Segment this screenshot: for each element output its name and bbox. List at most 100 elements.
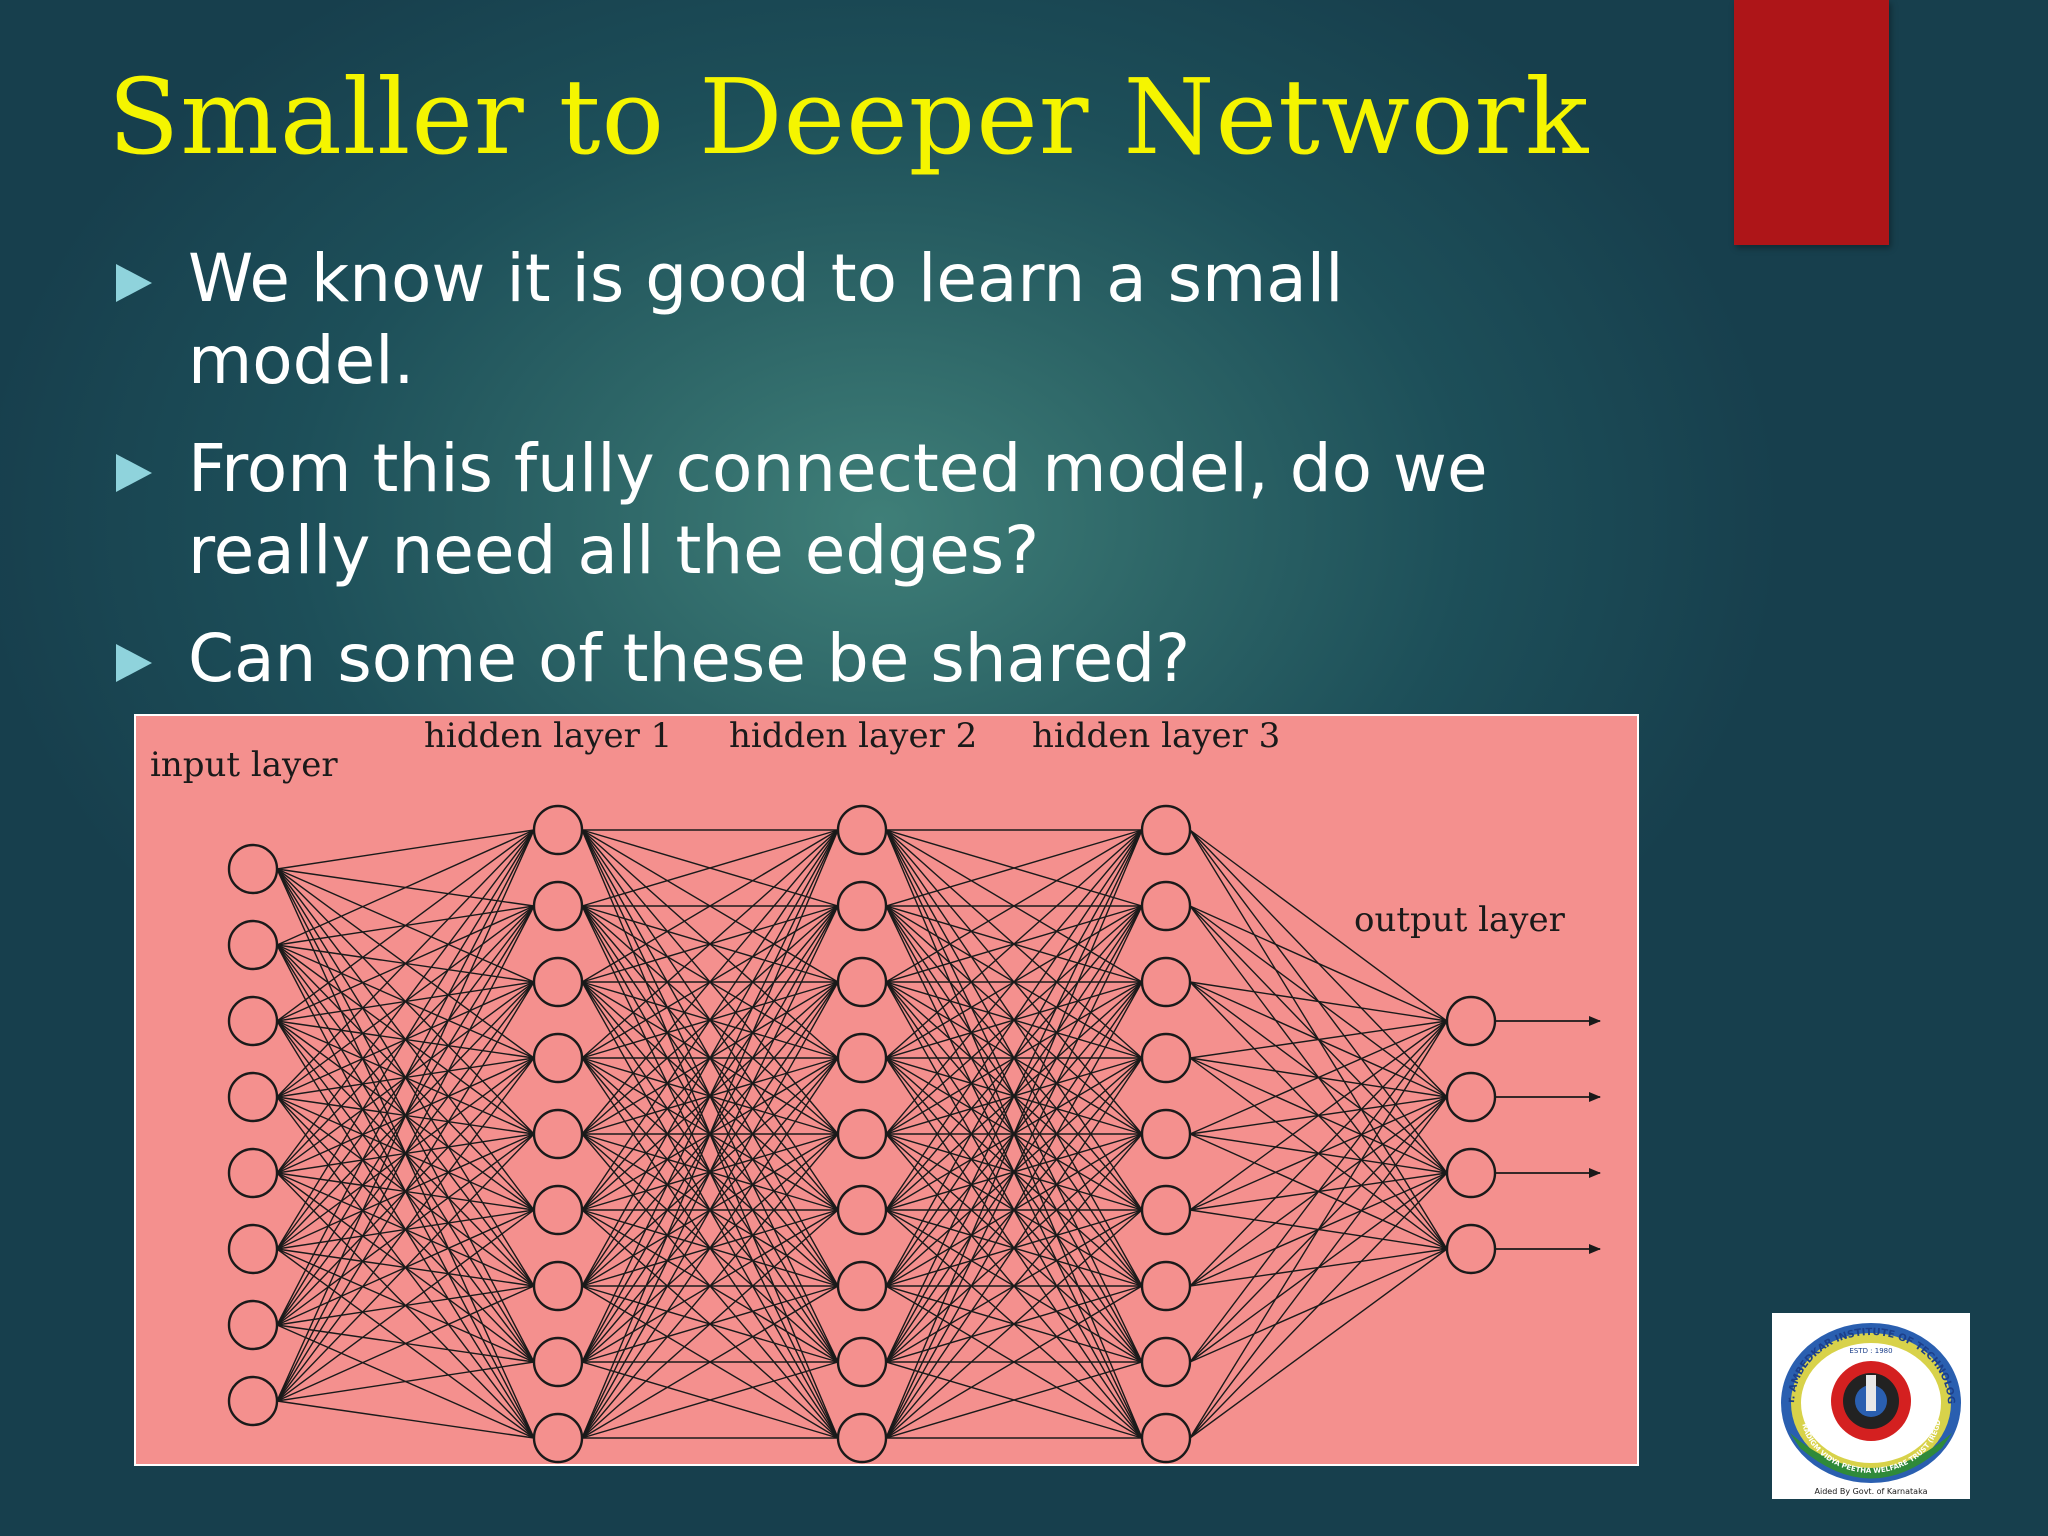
- hidden1-node: [532, 1412, 584, 1464]
- network-edge: [1189, 1248, 1448, 1439]
- accent-tab: [1734, 0, 1889, 245]
- hidden2-node: [836, 1184, 888, 1236]
- network-edge: [1189, 1096, 1448, 1439]
- network-edge: [581, 829, 839, 907]
- hidden2-node: [836, 880, 888, 932]
- network-edge: [1189, 1020, 1448, 1059]
- hidden3-node: [1140, 1412, 1192, 1464]
- network-edge: [1189, 1172, 1448, 1439]
- network-edge: [581, 829, 839, 1287]
- network-edge: [885, 829, 1143, 1059]
- network-nodes: [227, 804, 1497, 1464]
- network-edge: [885, 829, 1143, 1439]
- slide-title: Smaller to Deeper Network: [108, 56, 1590, 178]
- network-edge: [885, 1361, 1143, 1439]
- logo-estd-text: ESTD : 1980: [1849, 1347, 1892, 1355]
- network-edge: [885, 1133, 1143, 1439]
- network-edge: [581, 905, 839, 1439]
- hidden1-node: [532, 956, 584, 1008]
- network-edge: [885, 1057, 1143, 1439]
- network-edge: [1189, 829, 1448, 1022]
- network-edge: [1189, 1020, 1448, 1135]
- hidden3-node: [1140, 804, 1192, 856]
- network-edge: [885, 1209, 1143, 1439]
- network-edge: [885, 829, 1143, 1135]
- network-edge: [1189, 981, 1448, 1022]
- network-edge: [885, 829, 1143, 983]
- hidden3-node: [1140, 1032, 1192, 1084]
- network-edge: [276, 829, 535, 946]
- input-node: [227, 1147, 279, 1199]
- input-node: [227, 1223, 279, 1275]
- network-edge: [581, 1057, 839, 1439]
- hidden-layer-2-label: hidden layer 2: [729, 716, 977, 756]
- network-edge: [1189, 1020, 1448, 1363]
- input-node: [227, 1299, 279, 1351]
- institute-logo: Dr. AMBEDKAR INSTITUTE OF TECHNOLOGY PAR…: [1767, 1305, 1970, 1499]
- hidden3-node: [1140, 1336, 1192, 1388]
- bullet-text: Can some of these be shared?: [188, 620, 1191, 697]
- hidden2-node: [836, 1412, 888, 1464]
- network-edge: [581, 829, 839, 1135]
- network-edge: [276, 1400, 535, 1439]
- network-edge: [581, 829, 839, 1363]
- input-node: [227, 843, 279, 895]
- hidden2-node: [836, 1260, 888, 1312]
- network-edge: [1189, 1020, 1448, 1211]
- triangle-bullet-icon: [116, 644, 152, 682]
- hidden1-node: [532, 1108, 584, 1160]
- network-edge: [276, 905, 535, 1402]
- hidden1-node: [532, 1032, 584, 1084]
- bullet-item: We know it is good to learn a small mode…: [110, 238, 1560, 402]
- network-edge: [276, 1285, 535, 1402]
- bullet-item: From this fully connected model, do we r…: [110, 428, 1560, 592]
- output-node: [1445, 1147, 1497, 1199]
- network-edge: [581, 1133, 839, 1439]
- network-edge: [581, 1285, 839, 1439]
- hidden1-node: [532, 804, 584, 856]
- network-edge: [581, 829, 839, 1211]
- network-edge: [581, 829, 839, 1439]
- hidden3-node: [1140, 956, 1192, 1008]
- hidden2-node: [836, 1032, 888, 1084]
- hidden3-node: [1140, 1108, 1192, 1160]
- hidden1-node: [532, 1336, 584, 1388]
- bullet-item: Can some of these be shared?: [110, 618, 1560, 700]
- hidden2-node: [836, 956, 888, 1008]
- network-edge: [276, 829, 535, 1250]
- hidden3-node: [1140, 880, 1192, 932]
- triangle-bullet-icon: [116, 454, 152, 492]
- network-edge: [276, 1209, 535, 1402]
- hidden3-node: [1140, 1260, 1192, 1312]
- network-edge: [885, 829, 1143, 907]
- output-node: [1445, 1223, 1497, 1275]
- network-edge: [885, 905, 1143, 1439]
- network-edge: [276, 1133, 535, 1402]
- input-node: [227, 919, 279, 971]
- output-layer-label: output layer: [1354, 900, 1566, 940]
- bullet-text: From this fully connected model, do we r…: [188, 430, 1488, 589]
- network-edge: [276, 829, 535, 1022]
- institute-emblem-icon: Dr. AMBEDKAR INSTITUTE OF TECHNOLOGY PAR…: [1767, 1305, 1961, 1496]
- input-node: [227, 1071, 279, 1123]
- input-node: [227, 1375, 279, 1427]
- network-edge: [1189, 905, 1448, 1022]
- network-edge: [1189, 1020, 1448, 1287]
- input-node: [227, 995, 279, 1047]
- network-edges: [276, 829, 1601, 1439]
- triangle-bullet-icon: [116, 264, 152, 302]
- network-edge: [276, 981, 535, 1402]
- network-edge: [885, 1285, 1143, 1439]
- hidden2-node: [836, 804, 888, 856]
- network-edge: [885, 829, 1143, 1287]
- network-edge: [276, 829, 535, 1326]
- output-node: [1445, 995, 1497, 1047]
- network-edge: [276, 829, 535, 1174]
- network-edge: [276, 829, 535, 870]
- hidden2-node: [836, 1336, 888, 1388]
- hidden1-node: [532, 1260, 584, 1312]
- network-edge: [276, 1057, 535, 1402]
- network-edge: [885, 981, 1143, 1439]
- input-layer-label: input layer: [150, 745, 338, 785]
